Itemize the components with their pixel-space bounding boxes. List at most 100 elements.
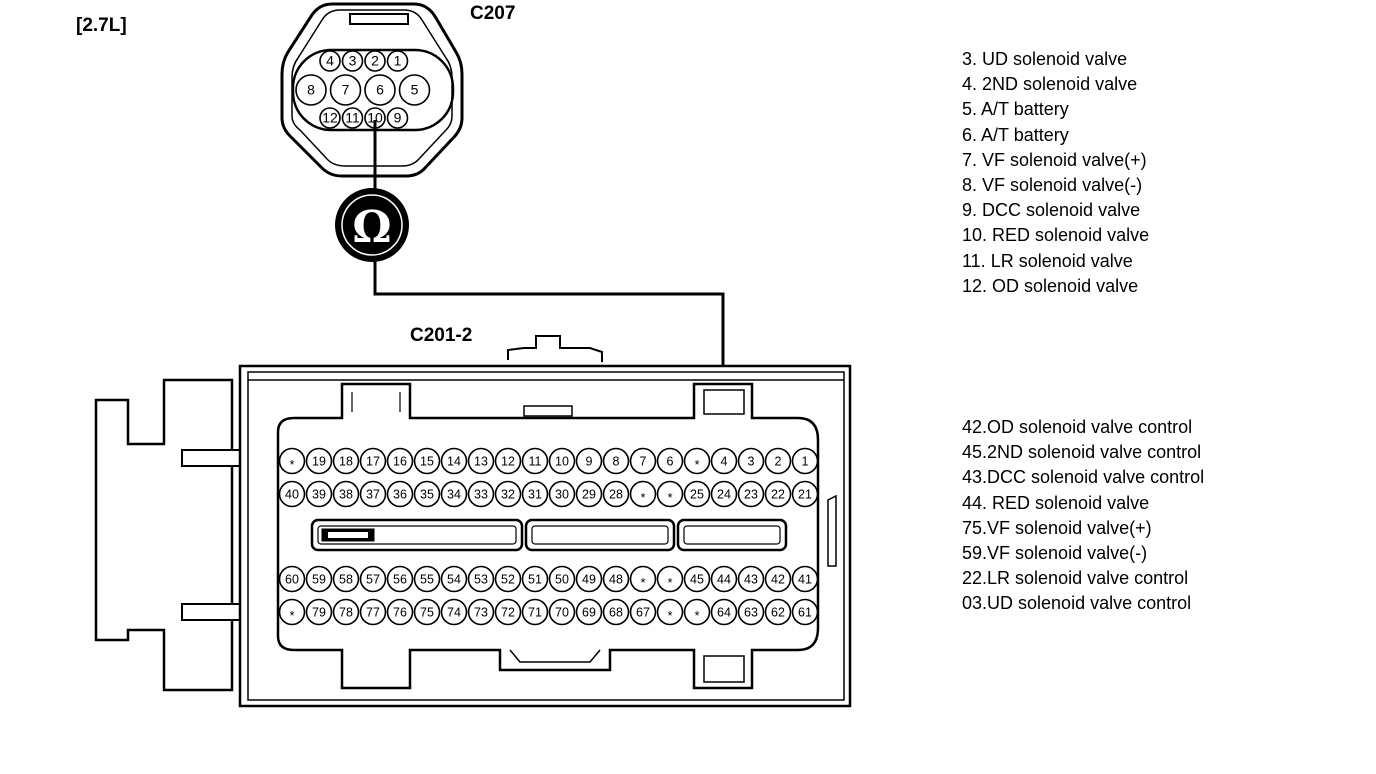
- connector-pin: 32: [494, 480, 522, 508]
- connector-pin: 79: [305, 598, 333, 626]
- pin-label: 5: [411, 82, 419, 98]
- connector-pin: 39: [305, 480, 333, 508]
- pin-label: 4: [721, 455, 728, 469]
- pin-label: 41: [798, 573, 812, 587]
- pin-label: 77: [366, 606, 380, 620]
- connector-pin: 6: [364, 74, 396, 106]
- pin-label: 40: [285, 488, 299, 502]
- pin-label: 71: [528, 606, 542, 620]
- pin-label: *: [641, 576, 646, 590]
- connector-pin: 36: [386, 480, 414, 508]
- pin-label: 48: [609, 573, 623, 587]
- engine-label: [2.7L]: [76, 15, 127, 36]
- pin-label: 2: [371, 53, 379, 69]
- connector-pin: 70: [548, 598, 576, 626]
- pin-label: 13: [474, 455, 488, 469]
- connector-pin: 2: [364, 50, 386, 72]
- pin-label: 10: [555, 455, 569, 469]
- connector-pin: 74: [440, 598, 468, 626]
- legend-item: 22.LR solenoid valve control: [962, 568, 1189, 589]
- pin-label: 57: [366, 573, 380, 587]
- pin-label: 9: [394, 110, 402, 126]
- empty-pin-cavity: *: [656, 598, 684, 626]
- pin-label: 15: [420, 455, 434, 469]
- pin-label: 73: [474, 606, 488, 620]
- c207-connector-label: C207: [470, 3, 515, 24]
- connector-pin: 71: [521, 598, 549, 626]
- pin-label: 63: [744, 606, 758, 620]
- connector-pin: 29: [575, 480, 603, 508]
- connector-pin: 44: [710, 565, 738, 593]
- pin-label: *: [290, 609, 295, 623]
- connector-pin: 24: [710, 480, 738, 508]
- connector-pin: 45: [683, 565, 711, 593]
- pin-label: 18: [339, 455, 353, 469]
- pin-label: 79: [312, 606, 326, 620]
- legend-item: 59.VF solenoid valve(-): [962, 543, 1148, 564]
- pin-label: 53: [474, 573, 488, 587]
- pin-label: 43: [744, 573, 758, 587]
- connector-pin: 62: [764, 598, 792, 626]
- pin-label: 33: [474, 488, 488, 502]
- pin-label: 22: [771, 488, 785, 502]
- pin-label: 72: [501, 606, 515, 620]
- pin-label: 42: [771, 573, 785, 587]
- pin-label: 24: [717, 488, 731, 502]
- pin-label: 55: [420, 573, 434, 587]
- legend-item: 10. RED solenoid valve: [962, 225, 1150, 246]
- pin-label: 61: [798, 606, 812, 620]
- pin-label: 3: [349, 53, 357, 69]
- pin-label: 7: [342, 82, 350, 98]
- pin-label: 19: [312, 455, 326, 469]
- connector-pin: 58: [332, 565, 360, 593]
- connector-pin: 23: [737, 480, 765, 508]
- connector-pin: 72: [494, 598, 522, 626]
- connector-pin: 52: [494, 565, 522, 593]
- connector-pin: 6: [656, 447, 684, 475]
- connector-pin: 7: [629, 447, 657, 475]
- empty-pin-cavity: *: [683, 447, 711, 475]
- connector-pin: 8: [602, 447, 630, 475]
- connector-pin: 3: [341, 50, 364, 72]
- connector-pin: 57: [359, 565, 387, 593]
- legend-item: 03.UD solenoid valve control: [962, 593, 1192, 614]
- connector-pin: 7: [329, 74, 362, 106]
- legend-item: 12. OD solenoid valve: [962, 275, 1139, 296]
- legend-item: 11. LR solenoid valve: [962, 250, 1133, 271]
- pin-label: 21: [798, 488, 812, 502]
- pin-label: 32: [501, 488, 515, 502]
- legend-item: 7. VF solenoid valve(+): [962, 149, 1147, 170]
- ohm-symbol: Ω: [352, 202, 391, 253]
- connector-pin: 14: [440, 447, 468, 475]
- pin-label: 45: [690, 573, 704, 587]
- pin-label: 51: [528, 573, 542, 587]
- connector-pin: 13: [467, 447, 495, 475]
- connector-pin: 10: [548, 447, 576, 475]
- connector-pin: 63: [737, 598, 765, 626]
- pin-label: 2: [775, 455, 782, 469]
- connector-pin: 41: [791, 565, 819, 593]
- connector-pin: 2: [764, 447, 792, 475]
- pin-label: 44: [717, 573, 731, 587]
- connector-pin: 56: [386, 565, 414, 593]
- empty-pin-cavity: *: [629, 480, 657, 508]
- connector-pin: 67: [629, 598, 657, 626]
- connector-pin: 12: [319, 107, 341, 129]
- pin-label: *: [641, 491, 646, 505]
- pin-label: 10: [367, 110, 383, 126]
- pin-label: 75: [420, 606, 434, 620]
- connector-pin: 75: [413, 598, 441, 626]
- pin-label: 30: [555, 488, 569, 502]
- pin-label: 49: [582, 573, 596, 587]
- connector-pin: 3: [737, 447, 765, 475]
- connector-pin: 76: [386, 598, 414, 626]
- pin-label: 62: [771, 606, 785, 620]
- connector-pin: 22: [764, 480, 792, 508]
- pin-label: 67: [636, 606, 650, 620]
- pin-label: 68: [609, 606, 623, 620]
- connector-pin: 49: [575, 565, 603, 593]
- pin-label: 8: [307, 82, 315, 98]
- pin-label: 64: [717, 606, 731, 620]
- connector-pin: 77: [359, 598, 387, 626]
